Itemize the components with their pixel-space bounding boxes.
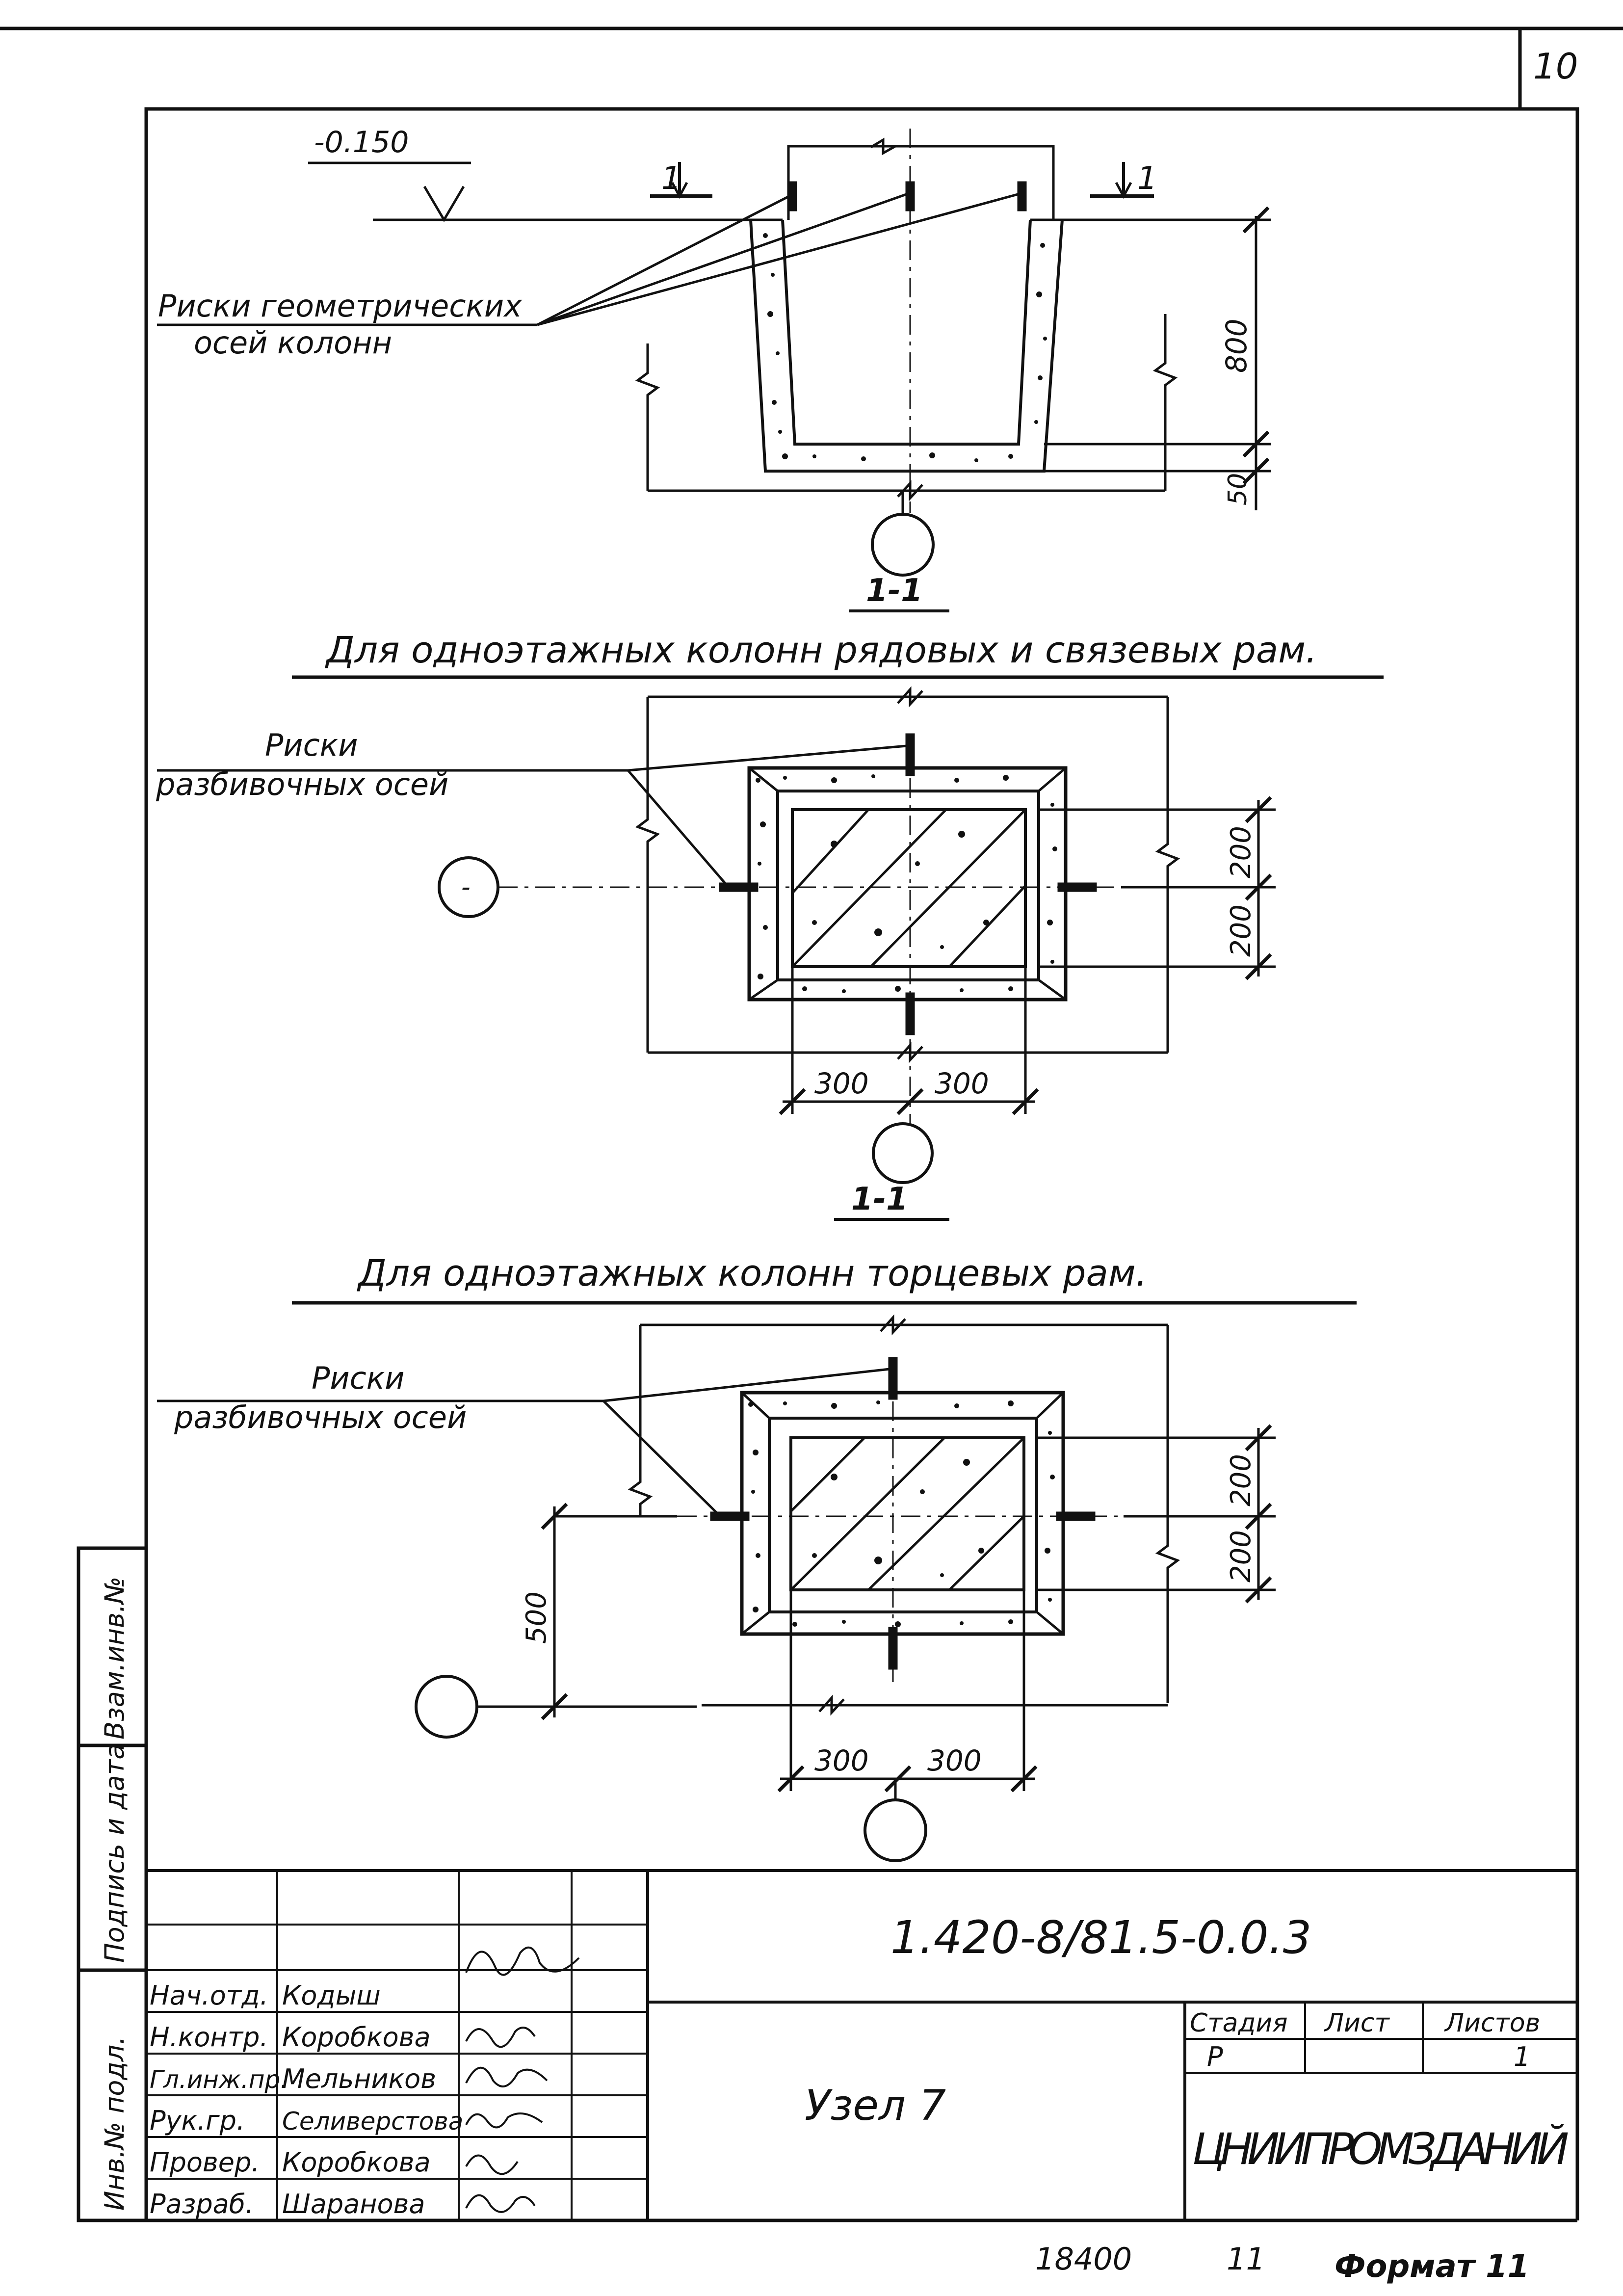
- axis-bubble-bottom: [872, 1122, 934, 1184]
- caption-row: Для одноэтажных колонн рядовых и связевы…: [325, 629, 1317, 671]
- axis-bubble-left: [415, 1675, 478, 1739]
- dim-right-bottom: 200: [1225, 904, 1257, 957]
- dim-bottom-left: 300: [814, 1067, 869, 1100]
- section-label: 1-1: [851, 1181, 908, 1217]
- signature-role: Разраб.: [150, 2189, 254, 2219]
- sheet-number: 10: [1533, 46, 1578, 87]
- stage-value: Р: [1207, 2041, 1223, 2072]
- section-mark-right: 1: [1137, 160, 1157, 197]
- section-plan-row: Для одноэтажных колонн рядовых и связевы…: [156, 629, 1384, 1221]
- dim-left: 500: [521, 1591, 552, 1644]
- leader-label-line1: Риски: [312, 1360, 405, 1396]
- sheets-header: Листов: [1444, 2008, 1540, 2038]
- section-mark-left: 1: [661, 160, 681, 197]
- dim-right-bottom: 200: [1225, 1530, 1257, 1583]
- title-block: [146, 1869, 1577, 2220]
- stage-header: Стадия: [1190, 2008, 1288, 2038]
- axis-bubble: [871, 513, 935, 577]
- side-stamp-label-inv: Инв.№ подл.: [99, 2036, 130, 2211]
- dim-right-top: 200: [1225, 1454, 1257, 1506]
- plan-end-concrete-hatch: [748, 1400, 1055, 1627]
- format-label: Формат 11: [1335, 2248, 1529, 2285]
- sheet-frame: [0, 26, 1623, 2222]
- leader-label-line2: разбивочных осей: [174, 1399, 467, 1435]
- side-stamp-label-sign: Подпись и дата: [99, 1743, 130, 1963]
- sheet-title: Узел 7: [805, 2081, 946, 2130]
- section-pocket: -0.150 1 1 Риски геометрических осей кол…: [157, 125, 1271, 612]
- dim-bottom-right: 300: [935, 1067, 989, 1100]
- leader-label-line1: Риски геометрических: [158, 288, 523, 324]
- leader-label-line2: осей колонн: [194, 325, 392, 361]
- dim-right-top: 200: [1225, 826, 1257, 878]
- handwritten-signatures: [465, 1946, 580, 2213]
- level-mark: -0.150: [314, 125, 409, 159]
- sheets-value: 1: [1514, 2041, 1530, 2072]
- axis-bubble-bottom: [864, 1798, 927, 1862]
- signature-role: Рук.гр.: [150, 2105, 245, 2136]
- signature-name: Кодыш: [282, 1980, 381, 2011]
- signature-name: Мельников: [282, 2063, 436, 2094]
- signature-role: Провер.: [150, 2147, 260, 2178]
- signature-role: Гл.инж.пр.: [150, 2065, 288, 2094]
- dim-depth: 800: [1220, 318, 1253, 373]
- organization-name: ЦНИИПРОМЗДАНИЙ: [1192, 2124, 1570, 2174]
- signature-role: Н.контр.: [150, 2022, 268, 2053]
- section-label: 1-1: [866, 573, 923, 609]
- leader-label-line1: Риски: [265, 727, 358, 763]
- copy-number: 11: [1227, 2241, 1265, 2277]
- signature-table: Нач.отд. Кодыш Н.контр. Коробкова Гл.инж…: [150, 1980, 463, 2219]
- sheet-header: Лист: [1324, 2008, 1390, 2038]
- signature-name: Коробкова: [282, 2022, 431, 2053]
- dim-bottom-right: 300: [927, 1744, 982, 1777]
- dim-bottom-left: 300: [814, 1744, 869, 1777]
- leader-label-line2: разбивочных осей: [156, 766, 448, 802]
- pocket-concrete-hatch: [763, 233, 1047, 462]
- axis-mark: -: [461, 872, 471, 902]
- signature-name: Селиверстова: [282, 2107, 463, 2136]
- signature-name: Коробкова: [282, 2147, 431, 2178]
- plan-row-concrete-hatch: [756, 774, 1057, 993]
- signature-role: Нач.отд.: [150, 1980, 268, 2011]
- signature-name: Шаранова: [282, 2189, 425, 2219]
- caption-end: Для одноэтажных колонн торцевых рам.: [357, 1252, 1147, 1294]
- inventory-number: 18400: [1035, 2241, 1132, 2277]
- dim-bottom: 50: [1223, 473, 1253, 505]
- side-stamp-label-replace: Взам.инв.№: [99, 1577, 130, 1740]
- axis-bubble-left: [438, 856, 499, 918]
- section-plan-end: Для одноэтажных колонн торцевых рам.: [157, 1252, 1357, 1862]
- side-stamp: Инв.№ подл. Подпись и дата Взам.инв.№: [99, 1577, 130, 2211]
- document-code: 1.420-8/81.5-0.0.3: [890, 1911, 1311, 1964]
